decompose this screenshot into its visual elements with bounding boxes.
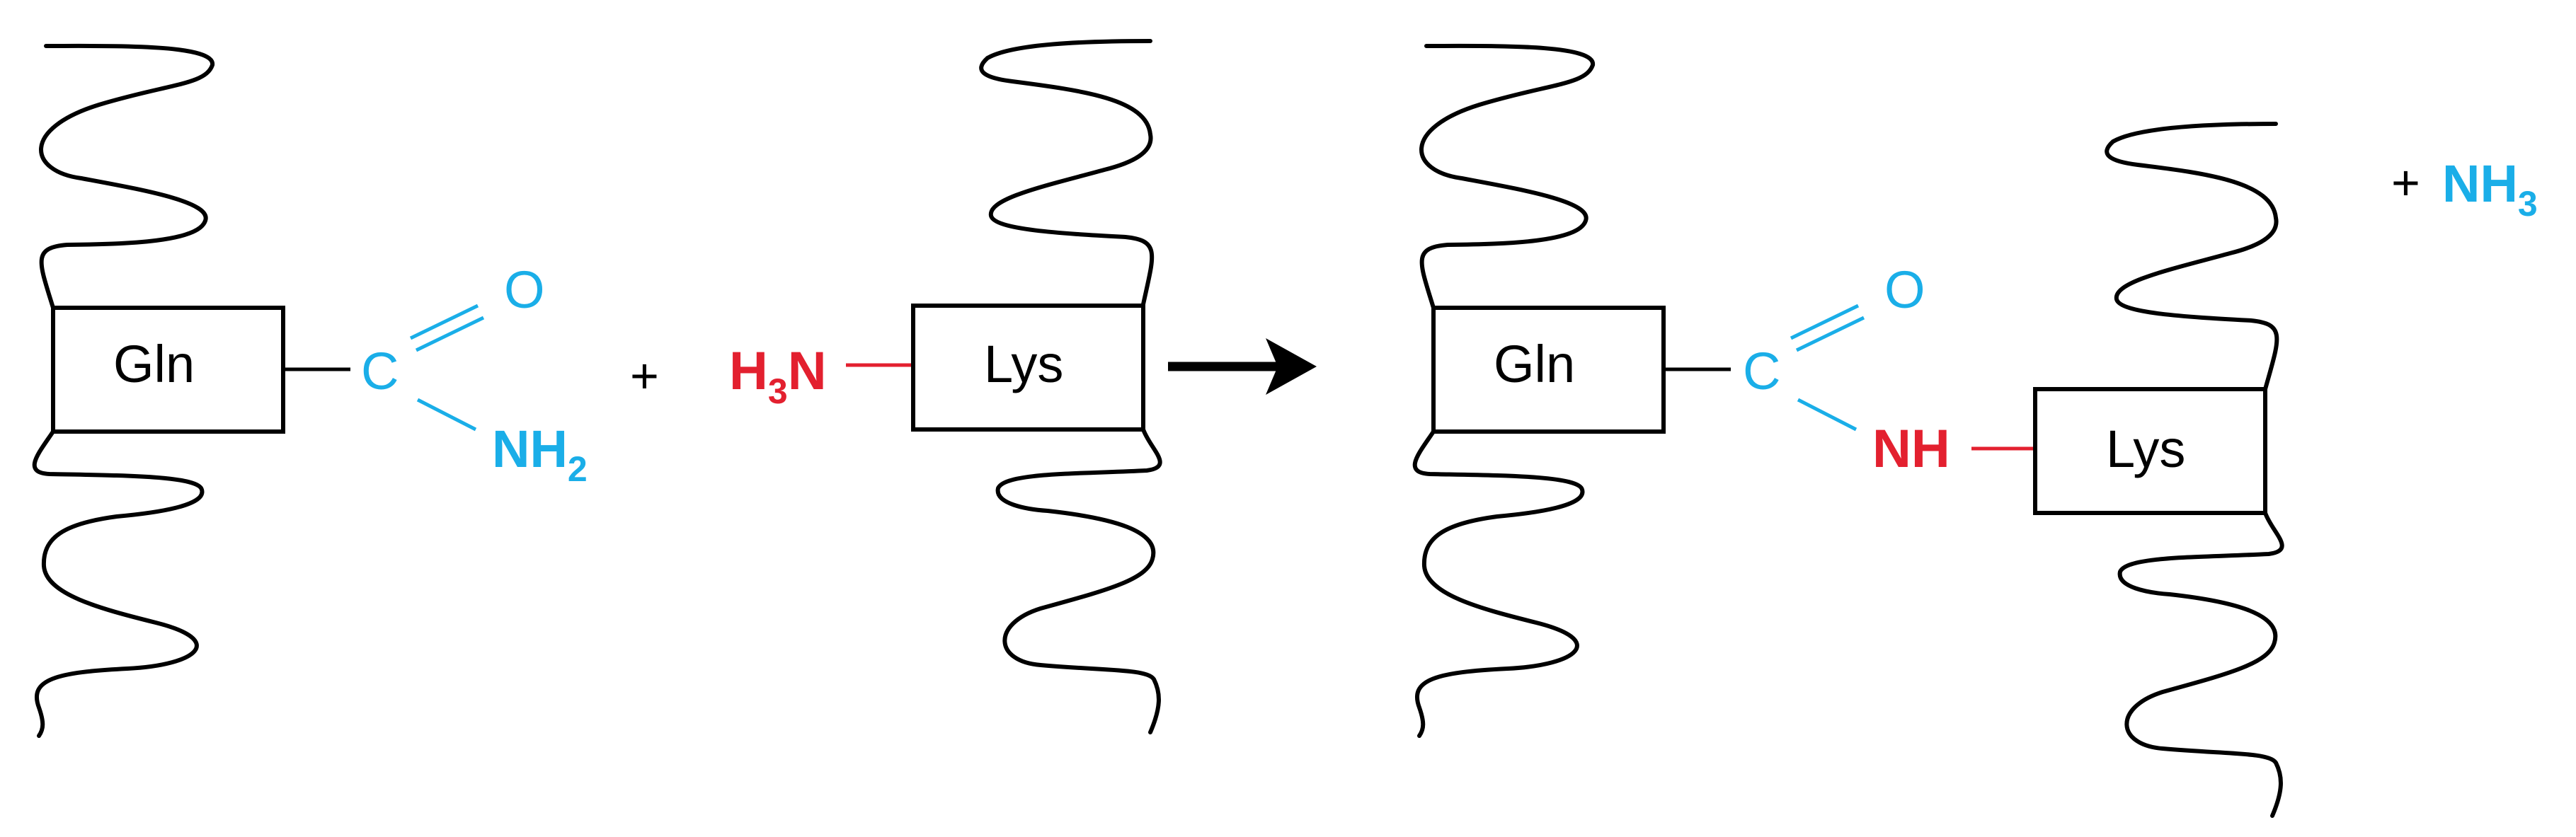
byproduct-plus-sign: + (2391, 155, 2420, 210)
lys-chain-lower-strand (995, 427, 1162, 734)
reactant-lys-amine: H3N (729, 341, 912, 411)
reactant-carbon-atom: C (361, 342, 399, 400)
ammonia-subscript: 3 (2518, 184, 2538, 224)
lys-residue-box (911, 304, 1145, 432)
gln-chain-lower-strand (32, 429, 205, 738)
lys-residue-label: Lys (984, 335, 1063, 393)
product-gln-chain: Gln (1412, 43, 1731, 738)
reactant-gln-carboxamide: C O NH2 (361, 260, 588, 489)
plus-sign: + (630, 348, 659, 403)
product-double-bond-lower (1795, 316, 1865, 352)
lys-amine-n: N (788, 341, 827, 401)
reactant-gln-chain: Gln (32, 43, 350, 738)
product-lys-chain-upper-strand (2105, 122, 2279, 391)
isopeptide-linkage: NH (1872, 419, 2034, 479)
ammonia-atoms: NH (2442, 154, 2518, 213)
lys-amine-h: H (729, 341, 768, 401)
product-lys-residue-label: Lys (2106, 420, 2185, 478)
ammonia-byproduct: + NH3 (2391, 154, 2538, 224)
product-lys-residue-box (2033, 387, 2267, 515)
reactant-oxygen-atom: O (504, 260, 545, 319)
reaction-arrow (1168, 338, 1317, 395)
ammonia-molecule: NH3 (2442, 154, 2538, 224)
gln-residue-box (51, 306, 285, 434)
product-c-n-bond (1797, 398, 1857, 432)
gln-chain-upper-strand (39, 43, 214, 310)
isopeptide-nh-group: NH (1872, 419, 1950, 479)
product-gln-chain-upper-strand (1419, 43, 1595, 310)
reactant-double-bond-lower (415, 316, 485, 352)
reactant-c-n-bond (416, 398, 477, 432)
product-gln-chain-lower-strand (1412, 429, 1585, 738)
product-carbonyl-group: C O (1743, 260, 1925, 432)
product-gln-residue-label: Gln (1494, 335, 1575, 393)
lys-amine-group: H3N (729, 341, 827, 411)
product-lys-chain-lower-strand (2117, 511, 2284, 818)
product-carbon-atom: C (1743, 342, 1780, 400)
lys-chain-upper-strand (979, 39, 1155, 306)
product-oxygen-atom: O (1884, 260, 1925, 319)
reactant-lys-chain: Lys (911, 39, 1162, 734)
gln-residue-label: Gln (113, 335, 195, 393)
product-double-bond-upper (1790, 304, 1860, 340)
reactant-amide-group: NH2 (492, 420, 588, 489)
reaction-arrow-head (1266, 338, 1317, 395)
reactant-amide-atom: NH (492, 420, 568, 478)
lys-amine-subscript: 3 (768, 371, 788, 411)
reactant-amide-subscript: 2 (568, 449, 588, 489)
product-gln-residue-box (1431, 306, 1666, 434)
reactant-double-bond-upper (409, 304, 479, 340)
product-lys-chain: Lys (2033, 122, 2284, 818)
